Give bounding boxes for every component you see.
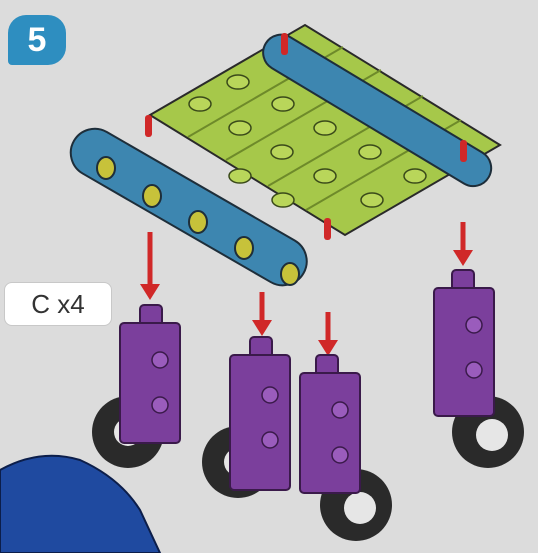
character-hair xyxy=(0,454,162,553)
step-number-badge: 5 xyxy=(8,15,66,65)
purple-post xyxy=(119,269,495,494)
parts-quantity-label: C x4 xyxy=(4,282,112,326)
front-beam xyxy=(69,127,308,287)
peg-icon xyxy=(145,33,467,240)
post-holes xyxy=(151,316,483,464)
back-beam xyxy=(262,33,493,188)
down-arrow-icon xyxy=(140,222,473,356)
